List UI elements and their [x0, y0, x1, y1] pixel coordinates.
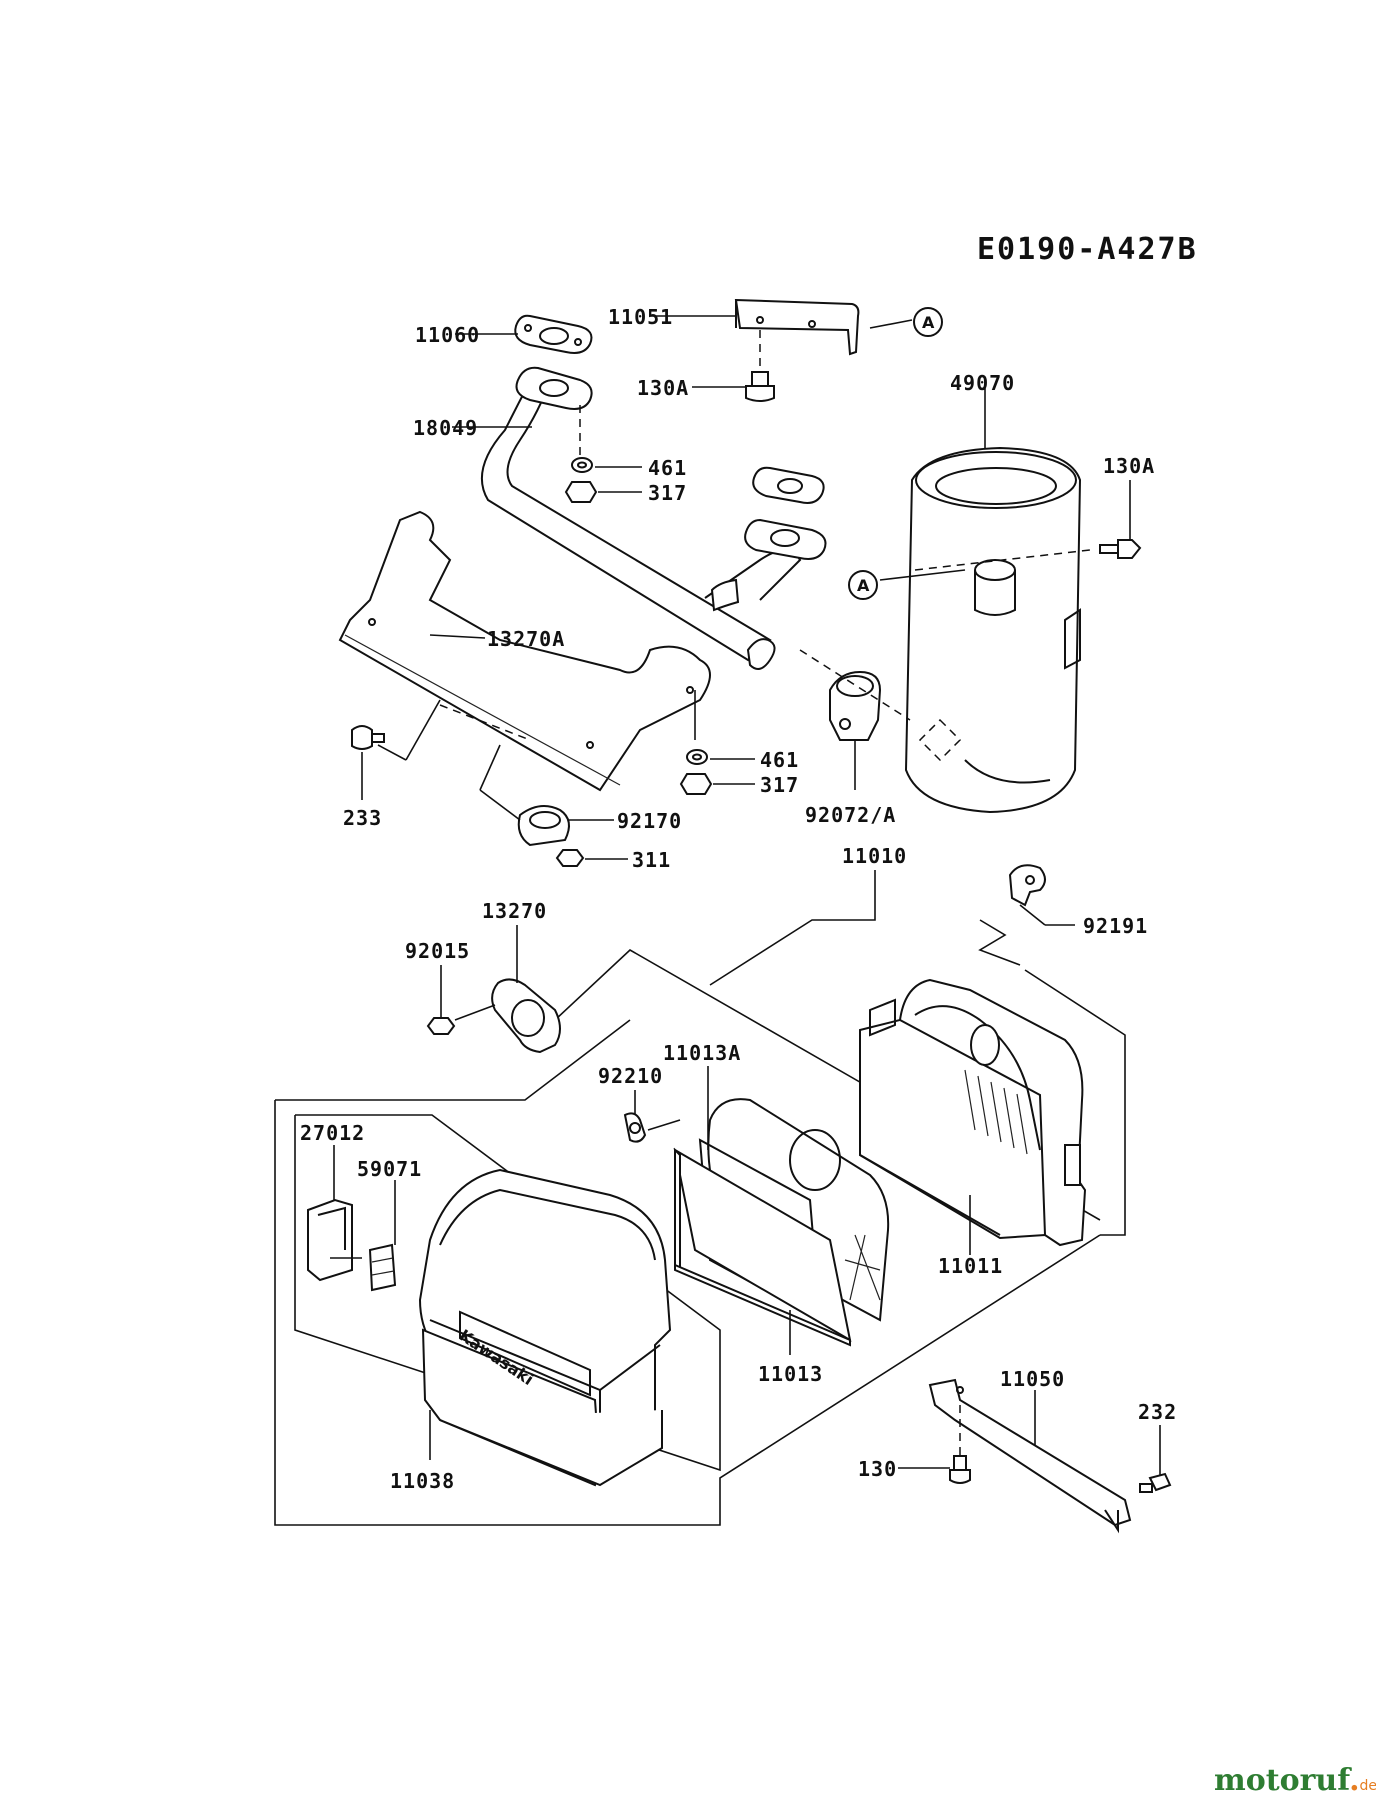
clamp-92210 — [623, 1112, 647, 1143]
air-cleaner-base-11011 — [859, 978, 1087, 1247]
air-filter-11013 — [673, 1147, 852, 1347]
bolt-130a-right — [1099, 539, 1142, 559]
nut-317-top — [564, 481, 598, 503]
part-label-11050: 11050 — [1000, 1367, 1065, 1391]
part-label-92170: 92170 — [617, 809, 682, 833]
part-label-13270A: 13270A — [487, 627, 565, 651]
bolt-233 — [351, 725, 385, 750]
part-label-11038: 11038 — [390, 1469, 455, 1493]
clip-27012 — [307, 1198, 353, 1282]
leader-233-link — [377, 744, 407, 761]
callout-a-mid-text: A — [857, 576, 870, 595]
callout-a-top — [913, 307, 943, 337]
leader-callout-a-mid — [879, 569, 966, 581]
washer-461-top — [571, 457, 593, 473]
clip-92191 — [1008, 864, 1046, 907]
part-label-13270: 13270 — [482, 899, 547, 923]
nut-92015 — [426, 1017, 456, 1035]
part-label-11010: 11010 — [842, 844, 907, 868]
latch-59071 — [368, 1243, 397, 1292]
part-label-11011: 11011 — [938, 1254, 1003, 1278]
washer-461-bottom — [686, 749, 708, 765]
leader-92170-link2 — [479, 789, 521, 821]
callout-a-mid — [848, 570, 878, 600]
leader-92170-link — [479, 744, 501, 791]
leader-92015-link — [454, 1004, 496, 1021]
bolt-130a-top — [745, 371, 775, 402]
nut-311 — [555, 849, 585, 867]
part-label-92015: 92015 — [405, 939, 470, 963]
bracket-11051 — [734, 298, 860, 356]
part-label-92072A: 92072/A — [805, 803, 896, 827]
bolt-130 — [949, 1455, 971, 1484]
clamp-92072A — [829, 670, 882, 741]
part-label-59071: 59071 — [357, 1157, 422, 1181]
leader-callout-a-top — [869, 319, 913, 329]
exhaust-pipe-18049 — [480, 366, 827, 670]
part-label-311: 311 — [632, 848, 671, 872]
bolt-232 — [1139, 1472, 1172, 1493]
part-label-232: 232 — [1138, 1400, 1177, 1424]
gasket-13270 — [491, 978, 561, 1054]
diagram-reference: E0190-A427B — [977, 232, 1198, 267]
frame-right — [1024, 969, 1126, 1236]
part-label-11013A: 11013A — [663, 1041, 741, 1065]
air-cleaner-cover-11038 — [418, 1168, 672, 1487]
gasket-11060 — [514, 314, 593, 354]
part-label-11060: 11060 — [415, 323, 480, 347]
part-label-130: 130 — [858, 1457, 897, 1481]
leader-92191-link — [1019, 904, 1046, 926]
part-label-92191: 92191 — [1083, 914, 1148, 938]
part-label-130a-right: 130A — [1103, 454, 1155, 478]
part-label-130a-top: 130A — [637, 376, 689, 400]
frame-bottom — [274, 1100, 1101, 1526]
part-label-233: 233 — [343, 806, 382, 830]
part-label-11013: 11013 — [758, 1362, 823, 1386]
frame-inner — [294, 1114, 721, 1472]
leader-11010 — [709, 870, 876, 986]
part-label-18049: 18049 — [413, 416, 478, 440]
leader-233-link2 — [405, 699, 441, 761]
part-label-27012: 27012 — [300, 1121, 365, 1145]
muffler-49070 — [904, 446, 1091, 814]
part-label-317-bottom: 317 — [760, 773, 799, 797]
nut-317-bottom — [679, 773, 713, 795]
part-label-49070: 49070 — [950, 371, 1015, 395]
watermark: motoruf.de — [1214, 1763, 1376, 1798]
frame-left-top — [275, 1019, 631, 1101]
clamp-92170 — [517, 805, 570, 847]
leader-13270A — [429, 634, 486, 639]
part-label-317-top: 317 — [648, 481, 687, 505]
bracket-11050 — [928, 1378, 1132, 1534]
part-label-461-top: 461 — [648, 456, 687, 480]
leader-92191-zig — [978, 919, 1021, 966]
callout-a-top-text: A — [922, 313, 935, 332]
part-label-461-bottom: 461 — [760, 748, 799, 772]
dash-clamp — [799, 649, 911, 721]
heat-shield-13270A — [338, 510, 711, 792]
leader-92210-link — [647, 1119, 681, 1131]
part-label-11051: 11051 — [608, 305, 673, 329]
dash-13270a — [439, 704, 531, 741]
gasket-pipe-right — [752, 466, 825, 504]
part-label-92210: 92210 — [598, 1064, 663, 1088]
